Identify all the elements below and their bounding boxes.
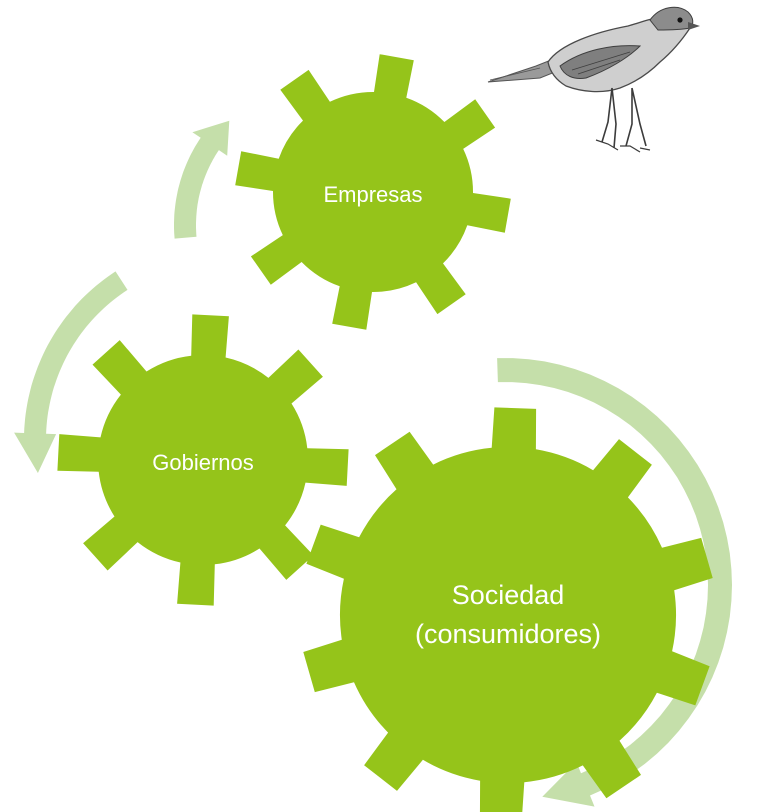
gear-label-sociedad-line2: (consumidores) <box>415 619 601 649</box>
bird-illustration <box>487 6 700 153</box>
gear-sociedad <box>303 407 713 812</box>
gear-label-gobiernos: Gobiernos <box>152 450 254 475</box>
gear-gobiernos <box>57 314 349 606</box>
gear-label-empresas: Empresas <box>323 182 422 207</box>
gear-empresas <box>235 54 511 330</box>
cycle-arrow-gobiernos-to-empresas <box>174 120 230 239</box>
gear-label-sociedad-line1: Sociedad <box>452 580 565 610</box>
cycle-arrow-empresas-to-gobiernos <box>14 271 128 473</box>
cycle-arrow-sociedad <box>497 358 732 807</box>
